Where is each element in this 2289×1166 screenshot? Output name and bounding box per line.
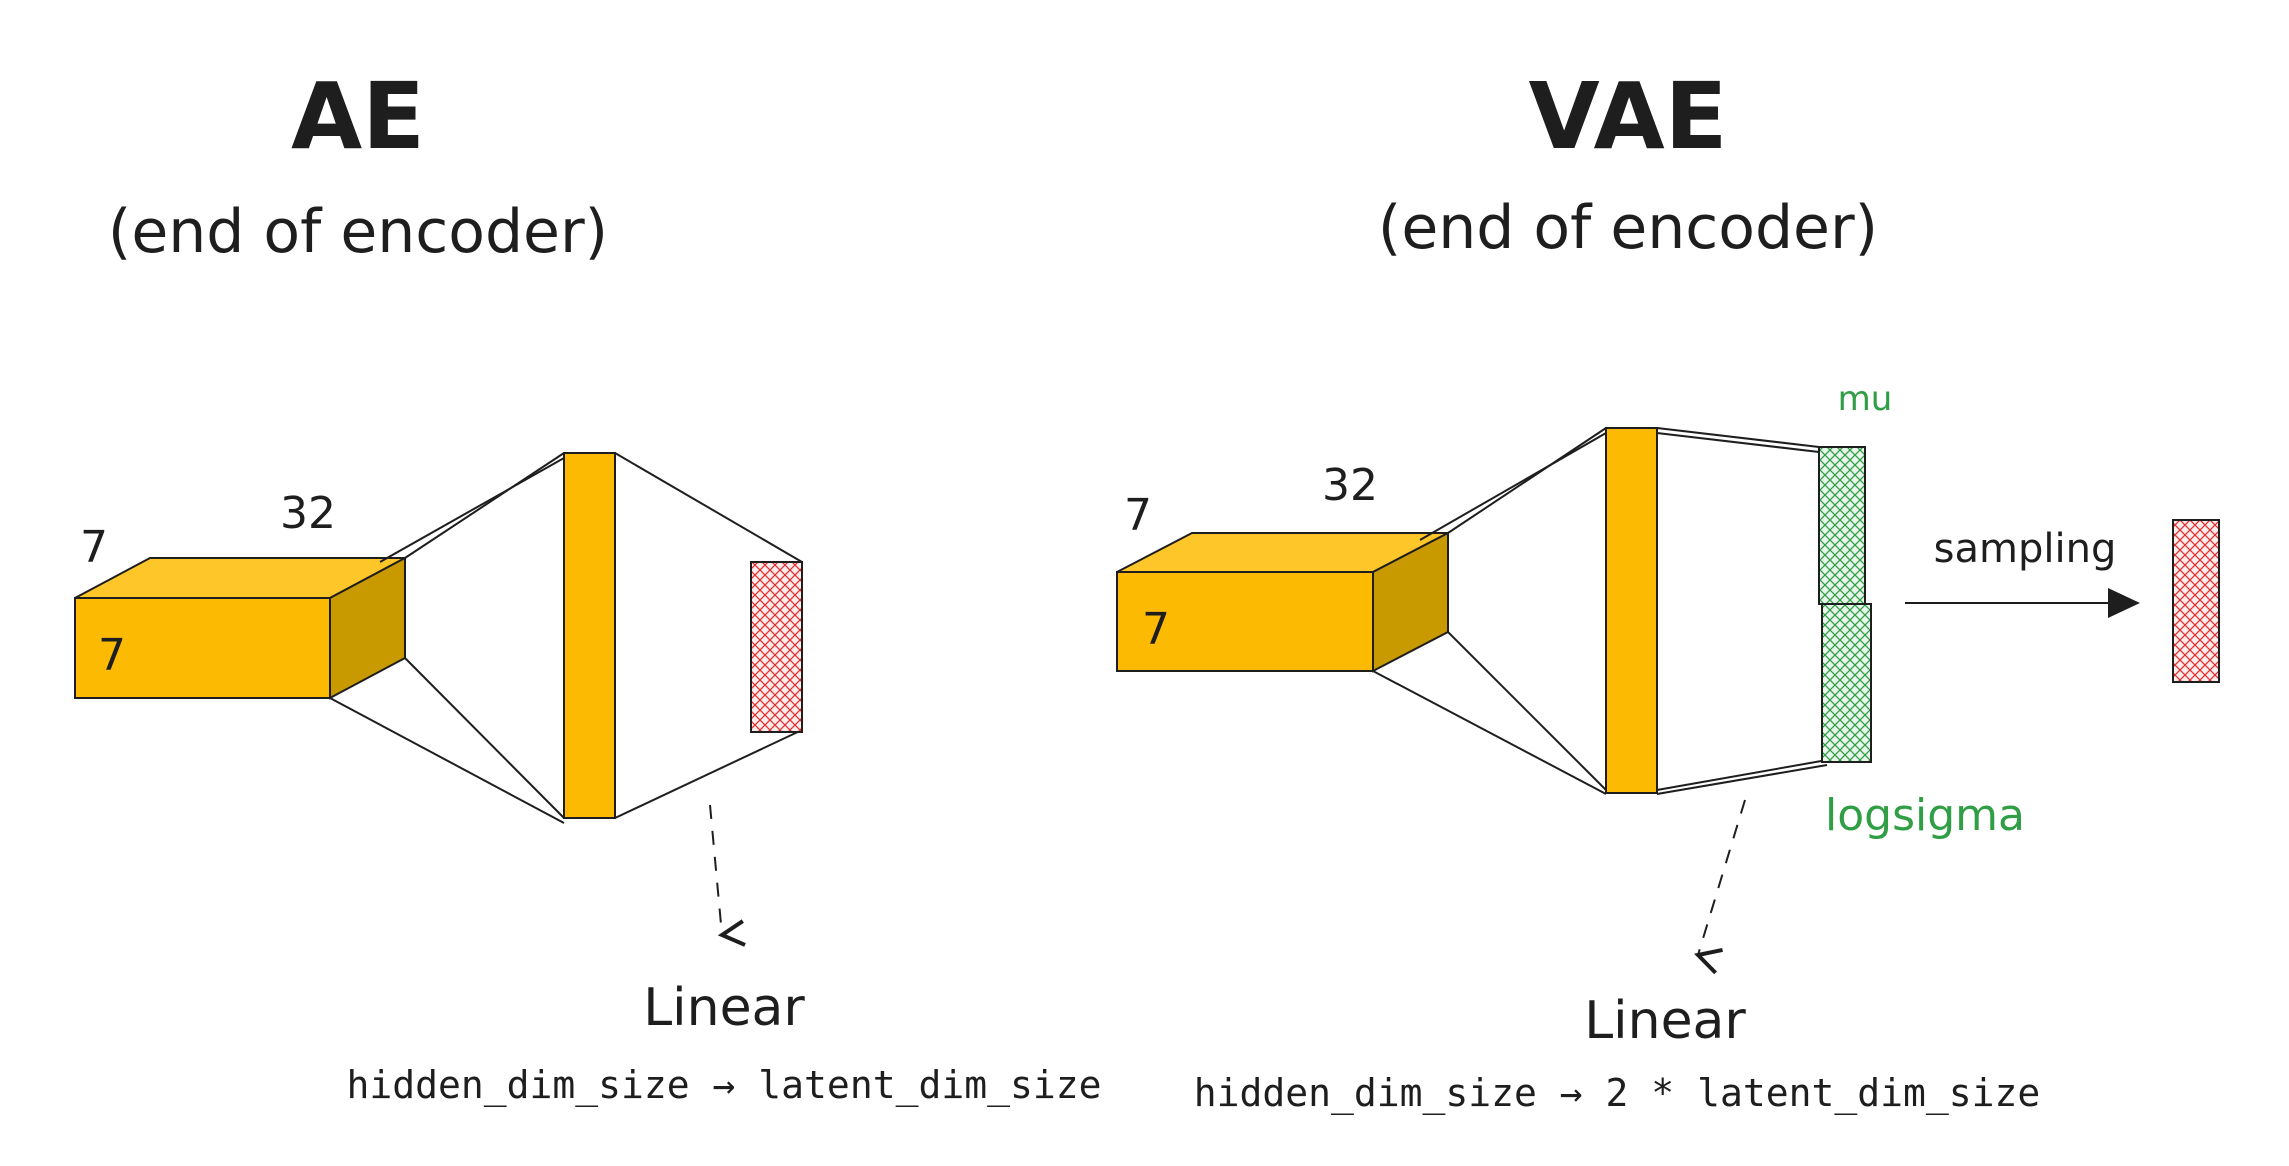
- vae-sampling-arrowhead: [2108, 588, 2140, 618]
- vae-formula: hidden_dim_size → 2 * latent_dim_size: [1194, 1071, 2040, 1116]
- vae-subtitle: (end of encoder): [1378, 193, 1878, 263]
- ae-linear-label: Linear: [643, 978, 805, 1038]
- vae-dim-front: 7: [1142, 604, 1170, 655]
- ae-block-front: [74, 597, 331, 699]
- ae-dim-left: 7: [80, 522, 108, 573]
- ae-formula: hidden_dim_size → latent_dim_size: [347, 1063, 1102, 1108]
- vae-logsigma-label: logsigma: [1825, 790, 2025, 841]
- ae-dim-top: 32: [280, 488, 336, 539]
- ae-latent-vector: [750, 561, 803, 733]
- vae-mu-block: [1818, 446, 1866, 605]
- ae-feature-block: [74, 556, 406, 700]
- vae-mu-label: mu: [1838, 379, 1893, 419]
- ae-hidden-layer: [563, 452, 616, 819]
- vae-feature-block: [1116, 531, 1449, 673]
- ae-section: AE (end of encoder) 32 7 7 Linear hidden…: [74, 63, 1102, 1108]
- vae-linear-arrow: [1698, 799, 1746, 955]
- ae-title: AE: [291, 63, 425, 170]
- vae-dim-left: 7: [1124, 490, 1152, 541]
- ae-linear-arrow: [709, 804, 722, 935]
- vae-linear-label: Linear: [1584, 991, 1746, 1051]
- vae-hidden-layer: [1605, 427, 1658, 794]
- ae-dim-front: 7: [98, 630, 126, 681]
- vae-sampling-label: sampling: [1934, 526, 2117, 572]
- vae-block-front: [1116, 571, 1374, 672]
- vae-connector-lines: [1372, 427, 1828, 795]
- ae-subtitle: (end of encoder): [108, 197, 608, 267]
- vae-section: VAE (end of encoder) 32 7 7 mu l: [1116, 63, 2220, 1116]
- vae-latent-sample: [2172, 519, 2220, 683]
- vae-title: VAE: [1528, 63, 1727, 170]
- vae-dim-top: 32: [1322, 460, 1378, 511]
- vae-logsigma-block: [1821, 603, 1872, 763]
- vae-mu-logsigma-vector: [1818, 446, 1872, 763]
